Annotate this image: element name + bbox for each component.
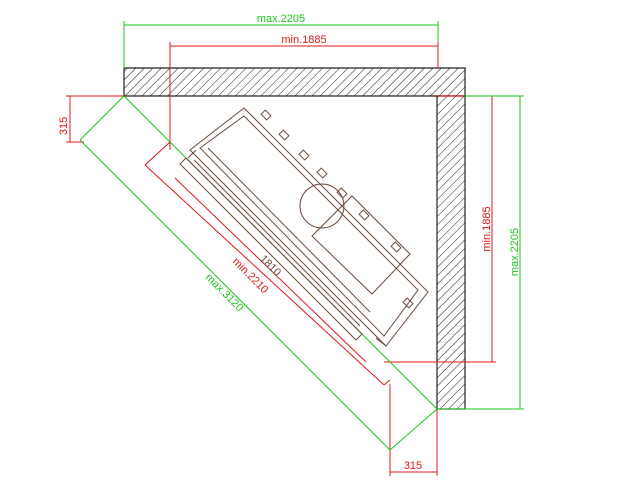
tub-inner-rim [199,115,419,337]
tub-drain-circle [299,183,345,229]
top-min-dimension: min.1885 [169,34,439,150]
top-wall [123,67,466,97]
top-min-label: min.1885 [281,34,326,46]
bottom-offset-dimension: 315 [389,384,438,476]
left-offset-dimension: 315 [58,95,124,143]
tub-jet [402,297,414,309]
tub-seat [311,195,411,295]
top-max-label: max.2205 [257,13,305,25]
tub-jet [358,209,370,221]
tub-length-label: 1810 [257,253,283,279]
tub-corner [375,337,387,347]
tub-corner [187,149,197,159]
right-min-dimension: min.1885 [384,95,496,363]
tub-jet [390,241,402,253]
tub-jet [336,187,348,199]
tub-jet [298,149,310,161]
right-min-label: min.1885 [481,206,493,251]
tub-front-panel-line [193,159,361,327]
right-max-label: max.2205 [509,228,521,276]
top-max-dimension: max.2205 [123,13,439,68]
tub-jet [278,129,290,141]
left-offset-label: 315 [58,117,70,135]
tub-jet [316,167,328,179]
tub-outer-rim [189,107,429,347]
tub-jet [260,109,272,121]
tub-front-panel [179,157,363,341]
diagonal-max-label: max.3120 [203,272,246,315]
diagonal-max-dimension: max.3120 [79,95,438,451]
corner-bathtub: 1810 [179,107,429,347]
right-max-dimension: max.2205 [437,95,524,410]
bottom-offset-label: 315 [404,460,422,472]
tub-front-edge [207,147,371,313]
